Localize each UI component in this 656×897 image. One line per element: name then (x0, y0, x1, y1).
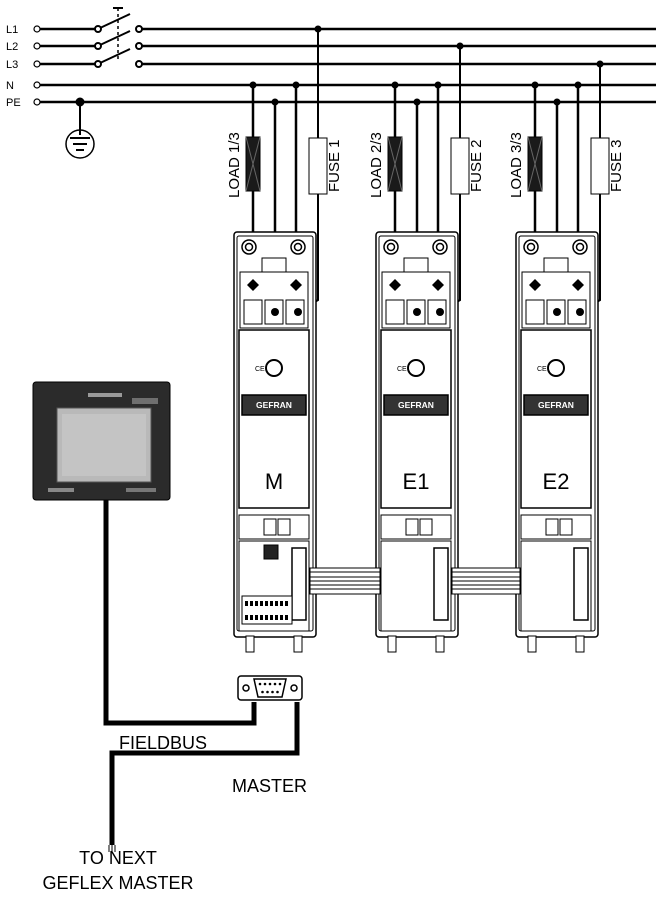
db9-connector-icon (237, 675, 303, 701)
modules: CE GEFRAN M CE GEFRAN E1 CE GEFRAN E2 (233, 231, 599, 653)
ce-mark-1: CE (255, 366, 265, 373)
ribbon-cables (309, 567, 521, 595)
module-E2 (515, 231, 599, 653)
brand-plate-3 (523, 394, 589, 416)
fieldbus-label: FIELDBUS (119, 733, 207, 753)
line-label-l2: L2 (6, 41, 18, 53)
fieldbus-cables (103, 500, 300, 852)
fuse-2-label: FUSE 2 (468, 139, 485, 192)
load-2-label: LOAD 2/3 (368, 132, 385, 198)
next-master-label-line1: TO NEXT (79, 848, 157, 868)
brand-plate-2 (383, 394, 449, 416)
supply-lines (40, 27, 656, 104)
module-label-3: E2 (543, 469, 570, 494)
fuse-1-label: FUSE 1 (326, 139, 343, 192)
master-label: MASTER (232, 776, 307, 796)
module-M (233, 231, 317, 653)
module-label-1: M (265, 469, 283, 494)
line-label-l1: L1 (6, 24, 18, 36)
ce-mark-3: CE (537, 366, 547, 373)
operator-panel (32, 381, 171, 501)
load-3-label: LOAD 3/3 (508, 132, 525, 198)
line-label-pe: PE (6, 97, 21, 109)
line-terminals (33, 25, 41, 106)
fuse-1-icon (308, 137, 328, 195)
brand-plate-1 (241, 394, 307, 416)
line-label-n: N (6, 80, 14, 92)
line-labels: L1 L2 L3 N PE (6, 24, 21, 109)
fuse-2-icon (450, 137, 470, 195)
fuse-3-label: FUSE 3 (608, 139, 625, 192)
load-1-label: LOAD 1/3 (226, 132, 243, 198)
brand-label-3: GEFRAN (538, 400, 574, 410)
ground-icon (65, 97, 95, 159)
module-label-2: E1 (403, 469, 430, 494)
line-label-l3: L3 (6, 59, 18, 71)
brand-label-2: GEFRAN (398, 400, 434, 410)
next-master-label-line2: GEFLEX MASTER (42, 873, 193, 893)
fuse-3-icon (590, 137, 610, 195)
module-E1 (375, 231, 459, 653)
modules-wiring: LOAD 1/3 FUSE 1 LOAD 2/3 FUSE 2 LOAD 3/3 FUSE… (226, 25, 625, 313)
master-fieldbus-board (241, 544, 293, 625)
brand-label-1: GEFRAN (256, 400, 292, 410)
ce-mark-2: CE (397, 366, 407, 373)
main-switch-icon (94, 7, 143, 68)
